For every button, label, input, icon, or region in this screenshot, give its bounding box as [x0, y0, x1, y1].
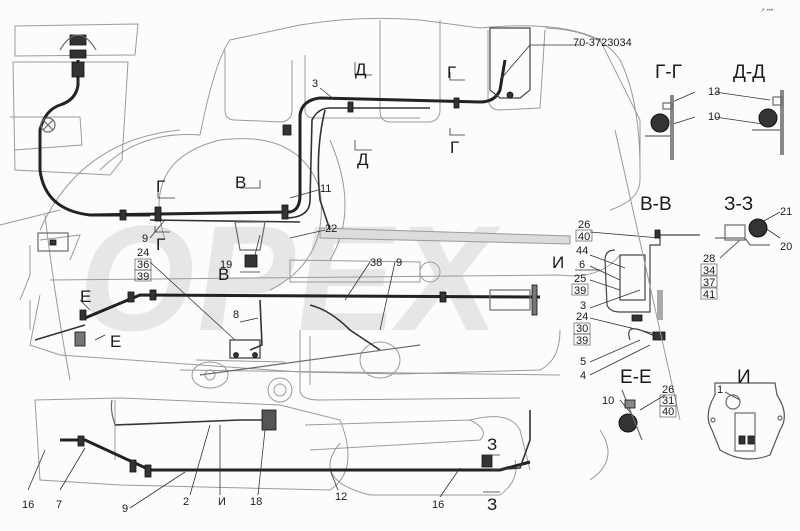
detail-section-z-z — [715, 218, 770, 246]
callout-gg-13: 13 — [708, 86, 720, 98]
callout-7: 7 — [56, 499, 62, 511]
callout-i-bottom: И — [218, 496, 226, 508]
callout-vv-44: 44 — [576, 245, 588, 257]
stack-item: 40 — [662, 406, 674, 418]
callout-9-mid: 9 — [396, 257, 402, 269]
section-mark-v-top: В — [235, 173, 246, 192]
callout-19: 19 — [220, 259, 232, 271]
section-markers — [79, 62, 600, 493]
section-mark-z-top: З — [487, 435, 497, 454]
section-mark-v-bottom: В — [218, 265, 229, 284]
callout-vv-4: 4 — [580, 370, 586, 382]
callout-gg-10: 10 — [708, 111, 720, 123]
callout-22: 22 — [325, 223, 337, 235]
callout-2: 2 — [183, 496, 189, 508]
corner-mark: ↗ ••• — [760, 8, 773, 14]
section-mark-i: И — [552, 253, 564, 272]
stack-vv-25: 25 39 — [571, 273, 589, 297]
stack-item: 25 — [574, 273, 586, 285]
callout-ee-10: 10 — [602, 395, 614, 407]
callout-16-left: 16 — [22, 499, 34, 511]
section-mark-d-top: Д — [355, 60, 367, 79]
callout-vv-6: 6 — [579, 259, 585, 271]
section-title-g-g: Г-Г — [655, 62, 682, 83]
callout-9-left: 9 — [142, 233, 148, 245]
callout-zz-20: 20 — [780, 241, 792, 253]
callout-9-bottom: 9 — [122, 503, 128, 515]
stack-vv-24: 24 30 39 — [573, 311, 591, 347]
detail-view-i — [707, 382, 785, 460]
detail-section-v-v — [604, 129, 700, 421]
stack-vv-26: 26 40 — [575, 219, 593, 243]
section-mark-e-top: Е — [80, 287, 91, 306]
stack-item: 31 — [662, 395, 674, 407]
stack-item: 24 — [576, 311, 588, 323]
stack-item: 39 — [576, 335, 588, 347]
leader-lines — [27, 44, 781, 509]
stack-item: 24 — [137, 247, 149, 259]
callout-i-1: 1 — [717, 384, 723, 396]
stack-item: 41 — [703, 289, 715, 301]
callout-18: 18 — [250, 496, 262, 508]
section-mark-g-top: Г — [447, 63, 456, 82]
section-title-z-z: З-З — [724, 194, 753, 215]
stack-item: 30 — [576, 323, 588, 335]
components — [37, 27, 538, 478]
section-mark-g-left-bottom: Г — [156, 235, 165, 254]
detail-section-g-g — [645, 95, 674, 160]
stack-item: 34 — [703, 265, 715, 277]
stack-item: 39 — [574, 285, 586, 297]
section-title-i: И — [737, 367, 751, 388]
stack-item: 26 — [662, 384, 674, 396]
stack-item: 39 — [137, 271, 149, 283]
callout-zz-21: 21 — [780, 206, 792, 218]
section-mark-g-left-top: Г — [156, 177, 165, 196]
callout-38: 38 — [370, 257, 382, 269]
stack-item: 36 — [137, 259, 149, 271]
section-mark-g-bottom: Г — [450, 138, 459, 157]
section-title-e-e: Е-Е — [620, 367, 652, 388]
callout-11: 11 — [320, 183, 331, 195]
callout-16-bottom: 16 — [432, 499, 444, 511]
stack-item: 28 — [703, 253, 715, 265]
section-title-d-d: Д-Д — [733, 62, 765, 83]
detail-section-e-e — [618, 389, 643, 441]
callout-12: 12 — [335, 491, 347, 503]
detail-section-d-d — [752, 90, 784, 155]
section-mark-e-bottom: Е — [110, 332, 121, 351]
stack-ee-26: 26 31 40 — [659, 384, 677, 418]
section-mark-z-bottom: З — [487, 495, 497, 514]
stack-zz-28: 28 34 37 41 — [700, 253, 718, 301]
callout-vv-3: 3 — [580, 300, 586, 312]
callout-8: 8 — [233, 309, 239, 321]
section-title-v-v: В-В — [640, 194, 672, 215]
stack-left-24: 24 36 39 — [134, 247, 152, 283]
part-number-label: 70-3723034 — [573, 37, 632, 49]
section-mark-d-bottom: Д — [357, 150, 369, 169]
callout-3-top: 3 — [312, 78, 318, 90]
stack-item: 26 — [578, 219, 590, 231]
callout-vv-5: 5 — [580, 356, 586, 368]
stack-item: 37 — [703, 277, 715, 289]
stack-item: 40 — [578, 231, 590, 243]
